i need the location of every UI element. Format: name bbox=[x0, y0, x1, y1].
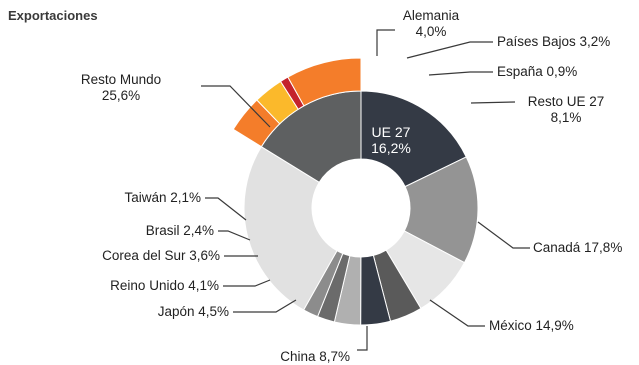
center-label-value: 16,2% bbox=[371, 140, 411, 156]
leader-line-paises-bajos bbox=[406, 41, 493, 59]
leader-line-taiwan bbox=[205, 197, 247, 221]
leader-line-canada bbox=[477, 221, 530, 249]
leader-line-mexico bbox=[429, 299, 485, 327]
leader-line-espana bbox=[428, 71, 493, 76]
data-label-brasil: Brasil 2,4% bbox=[146, 223, 214, 238]
data-label-paises-bajos: Países Bajos 3,2% bbox=[497, 34, 610, 49]
data-label-japon: Japón 4,5% bbox=[158, 304, 229, 319]
donut-hole bbox=[312, 159, 410, 257]
data-label-canada: Canadá 17,8% bbox=[533, 240, 622, 255]
data-label-alemania-2: 4,0% bbox=[416, 24, 447, 39]
slice-eu-resto-ue-27 bbox=[287, 57, 362, 107]
data-label-china: China 8,7% bbox=[280, 349, 350, 364]
data-label-espana: España 0,9% bbox=[497, 64, 577, 79]
data-label-mexico: México 14,9% bbox=[489, 318, 574, 333]
data-label-corea-del-sur: Corea del Sur 3,6% bbox=[102, 248, 220, 263]
leader-line-reino-unido bbox=[223, 279, 271, 287]
data-label-resto-ue-27-1: Resto UE 27 bbox=[528, 94, 605, 109]
data-label-resto-mundo-2: 25,6% bbox=[102, 88, 140, 103]
chart-title: Exportaciones bbox=[8, 8, 98, 23]
leader-line-resto-mundo bbox=[201, 85, 271, 128]
leader-line-resto-ue-27 bbox=[470, 101, 516, 104]
data-label-taiwan: Taiwán 2,1% bbox=[124, 190, 201, 205]
center-label-name: UE 27 bbox=[372, 124, 411, 140]
leader-line-china bbox=[357, 326, 368, 351]
data-label-alemania-1: Alemania bbox=[403, 8, 460, 23]
leader-line-brasil bbox=[218, 230, 251, 241]
data-label-reino-unido: Reino Unido 4,1% bbox=[110, 278, 219, 293]
data-label-resto-ue-27-2: 8,1% bbox=[551, 110, 582, 125]
leader-line-japon bbox=[233, 299, 297, 313]
data-label-resto-mundo-1: Resto Mundo bbox=[81, 72, 161, 87]
leader-line-alemania bbox=[376, 29, 395, 56]
